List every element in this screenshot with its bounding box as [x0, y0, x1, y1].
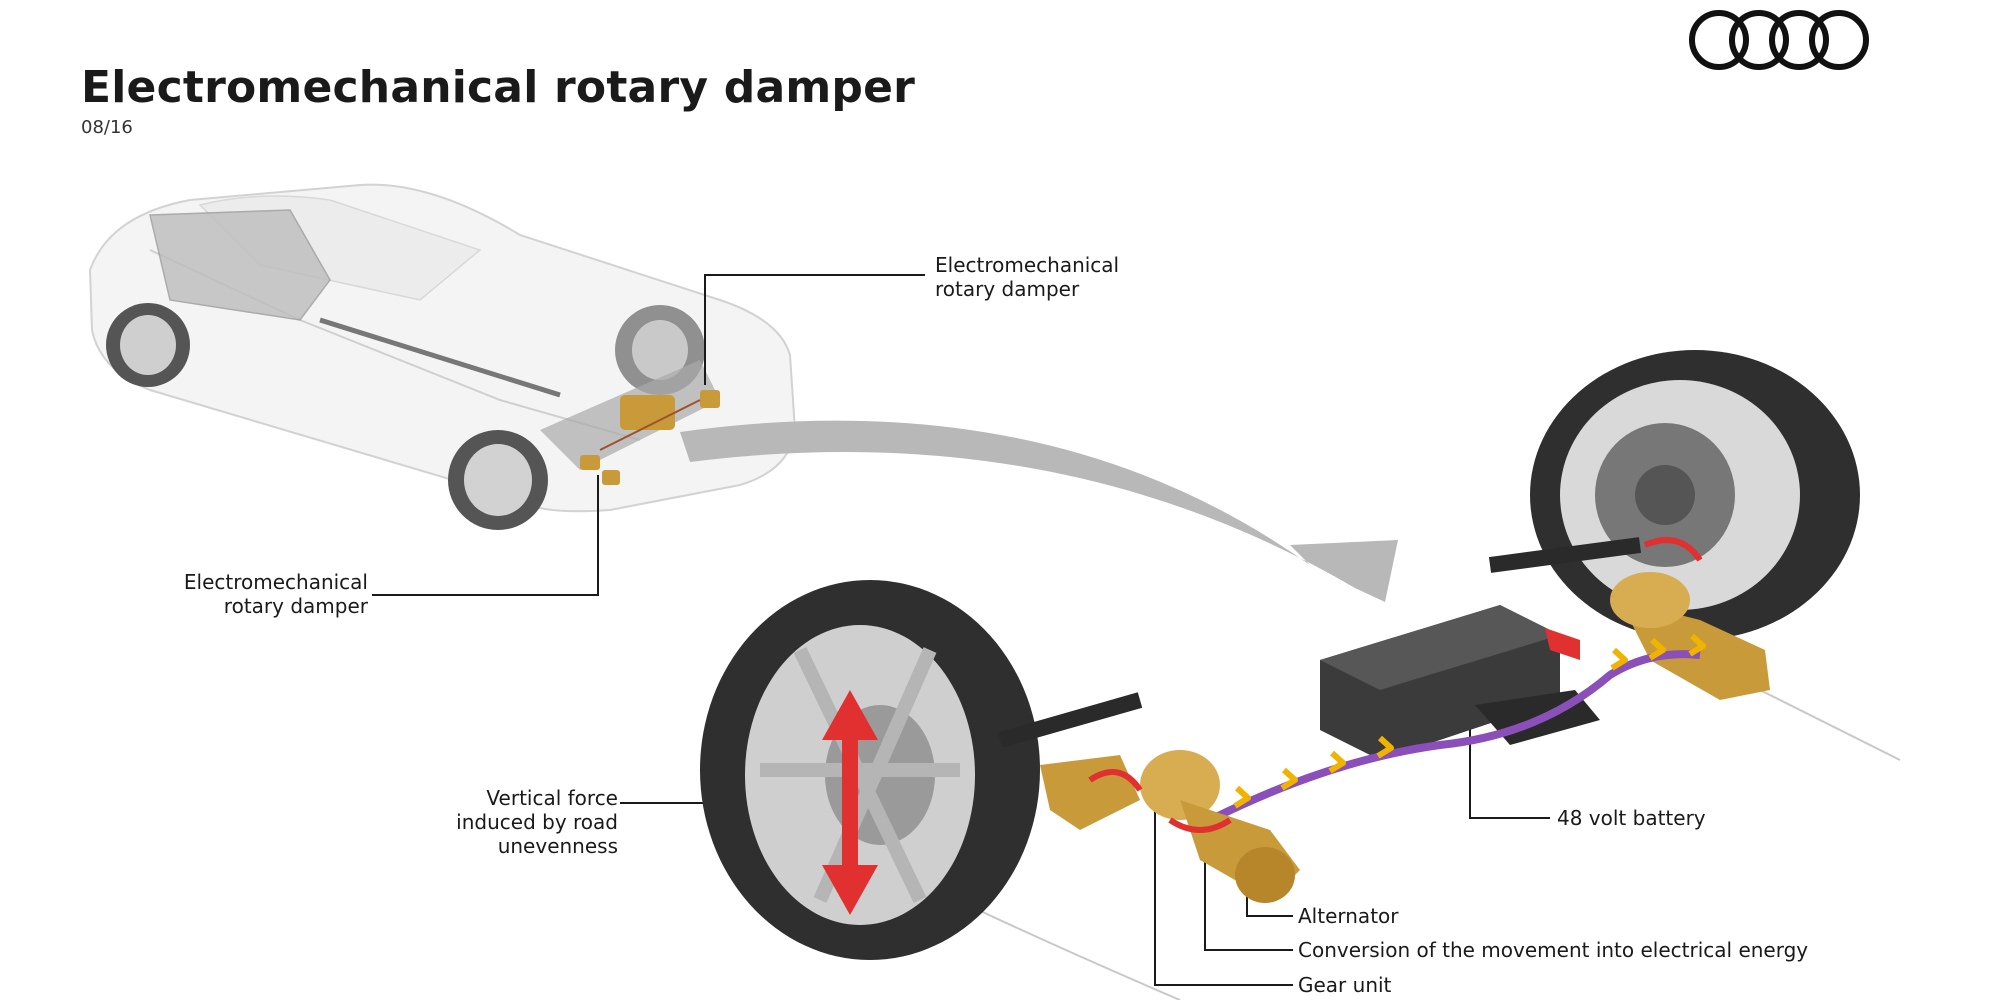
right-rear-wheel [1530, 350, 1860, 640]
rotation-arrow-gear [1168, 817, 1232, 833]
label-vertical-force: Vertical force induced by road unevennes… [456, 786, 618, 858]
four-rings-logo [1689, 10, 1869, 70]
gear-unit [1140, 750, 1220, 820]
car-rear-wheel [448, 430, 548, 530]
page-title: Electromechanical rotary damper [81, 62, 916, 113]
label-alternator: Alternator [1298, 904, 1399, 928]
page-date: 08/16 [81, 117, 133, 138]
label-battery: 48 volt battery [1557, 806, 1706, 830]
battery-48v [1320, 605, 1600, 760]
vertical-force-arrow [822, 690, 878, 915]
car-front-wheel [106, 303, 190, 387]
car-illustration [88, 183, 797, 530]
left-wheel [700, 580, 1040, 960]
zoom-arrow [680, 420, 1398, 602]
damper-lever [1040, 755, 1140, 830]
right-drive-shaft [1488, 537, 1642, 573]
car-battery-module [620, 395, 675, 430]
car-rear-damper-top [700, 390, 720, 408]
left-drive-shaft [997, 692, 1143, 748]
power-cable [1208, 650, 1701, 824]
car-rear-damper-bottom [580, 455, 600, 470]
label-top-damper: Electromechanical rotary damper [935, 253, 1120, 301]
label-conversion: Conversion of the movement into electric… [1298, 938, 1809, 962]
energy-flow-chevrons [1233, 633, 1706, 809]
leader-lines [372, 274, 1550, 986]
label-bottom-damper: Electromechanical rotary damper [183, 570, 368, 618]
left-rotary-damper [1040, 750, 1300, 903]
rotation-arrow-left [1088, 769, 1143, 792]
label-gear-unit: Gear unit [1298, 973, 1392, 997]
